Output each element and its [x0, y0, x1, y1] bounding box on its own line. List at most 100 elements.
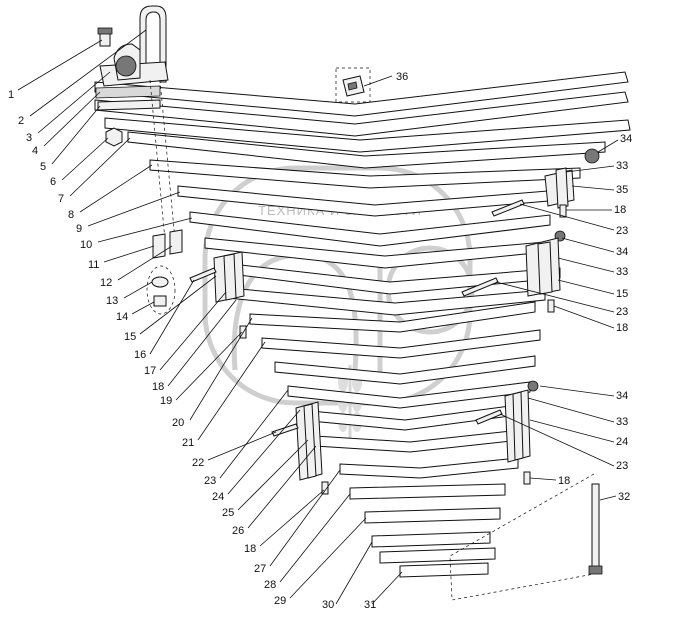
callout-3: 3 — [26, 132, 32, 144]
callout-19: 19 — [160, 395, 172, 407]
leaf-11 — [249, 301, 536, 333]
callout-18-a: 18 — [614, 204, 626, 216]
callout-13: 13 — [106, 295, 118, 307]
callout-18-c: 18 — [558, 475, 570, 487]
nut-34-upper — [584, 148, 600, 164]
callout-11: 11 — [88, 259, 99, 271]
clip-11 — [152, 229, 183, 259]
nut-34-lower — [527, 380, 539, 392]
callout-9: 9 — [76, 223, 82, 235]
center-bolt-32 — [449, 473, 603, 601]
bolt-1 — [97, 27, 113, 47]
callout-34-a: 34 — [620, 133, 632, 145]
leaf-16 — [314, 429, 521, 453]
bolt-19 — [239, 325, 247, 339]
callout-36: 36 — [396, 71, 408, 83]
callout-31: 31 — [364, 599, 376, 611]
leaf-18 — [349, 483, 506, 500]
leaders-right — [363, 75, 619, 501]
callout-33-c: 33 — [616, 416, 628, 428]
leaf-17 — [339, 457, 519, 479]
leaf-19 — [364, 507, 501, 524]
callout-16: 16 — [134, 349, 146, 361]
leaf-2 — [94, 91, 629, 137]
callout-10: 10 — [80, 239, 92, 251]
pad-36 — [335, 67, 371, 103]
rivet-23-middle — [461, 277, 499, 297]
callout-18-lower-left: 18 — [244, 543, 256, 555]
callout-8: 8 — [68, 209, 74, 221]
bolt-18-upper — [559, 204, 567, 218]
callout-23-a: 23 — [616, 225, 628, 237]
leaders-left — [17, 29, 403, 605]
callout-21: 21 — [182, 437, 194, 449]
spring-leaves — [94, 71, 631, 578]
callout-34-c: 34 — [616, 390, 628, 402]
callouts-right: 36 34 33 35 18 23 34 33 15 23 18 34 33 2… — [396, 71, 632, 503]
group-outline-13-14 — [146, 265, 176, 315]
callout-2: 2 — [18, 115, 24, 127]
callout-27: 27 — [254, 563, 266, 575]
callout-33-a: 33 — [616, 160, 628, 172]
callout-15-right: 15 — [616, 288, 628, 300]
callout-17: 17 — [144, 365, 156, 377]
leaf-22 — [399, 562, 489, 578]
callout-26: 26 — [232, 525, 244, 537]
clamp-upper-right — [491, 148, 600, 218]
clamp-middle-right — [461, 230, 566, 313]
callout-7: 7 — [58, 193, 64, 205]
leaf-7 — [189, 211, 551, 247]
callout-33-b: 33 — [616, 266, 628, 278]
leaf-13 — [274, 355, 536, 385]
callout-15: 15 — [124, 331, 136, 343]
callout-1: 1 — [8, 89, 14, 101]
callout-20: 20 — [172, 417, 184, 429]
leaf-5 — [149, 159, 581, 189]
callout-23-c: 23 — [616, 460, 628, 472]
sleeve-13 — [151, 276, 169, 288]
callouts-left: 1 2 3 4 5 6 7 8 9 10 11 12 13 14 15 16 1… — [8, 89, 376, 611]
callout-5: 5 — [40, 161, 46, 173]
callout-6: 6 — [50, 176, 56, 188]
plate-4 — [95, 85, 161, 99]
rivet-23-upper — [491, 199, 525, 217]
leaf-14 — [287, 381, 531, 409]
callout-18-b: 18 — [616, 322, 628, 334]
callout-34-b: 34 — [616, 246, 628, 258]
leaf-20 — [371, 531, 491, 548]
callout-28: 28 — [264, 579, 276, 591]
callout-23-b: 23 — [616, 306, 628, 318]
sleeve-14 — [153, 295, 167, 307]
callout-22: 22 — [192, 457, 204, 469]
callout-24-right: 24 — [616, 436, 628, 448]
upper-left-parts — [95, 5, 183, 315]
bearing-bracket-3 — [99, 43, 169, 87]
washer-5 — [97, 99, 161, 111]
bolt-18-lower-left — [321, 481, 329, 495]
rivet-16 — [189, 267, 217, 283]
callout-30: 30 — [322, 599, 334, 611]
callout-24-left: 24 — [212, 491, 224, 503]
leaf-21 — [379, 547, 496, 564]
callout-18-left: 18 — [152, 381, 164, 393]
clamp-middle-left — [189, 251, 247, 339]
leaf-4 — [127, 131, 606, 169]
callout-14: 14 — [116, 311, 128, 323]
bolt-18-middle — [547, 299, 555, 313]
bolt-18-lower-right — [523, 471, 531, 485]
rivet-22 — [271, 423, 299, 437]
leaf-12 — [261, 329, 541, 359]
leaf-3 — [104, 117, 631, 153]
callout-25: 25 — [222, 507, 234, 519]
callout-12: 12 — [100, 277, 112, 289]
nut-6 — [105, 127, 123, 147]
callout-32: 32 — [618, 491, 630, 503]
callout-23-left: 23 — [204, 475, 216, 487]
callout-29: 29 — [274, 595, 286, 607]
callout-35: 35 — [616, 184, 628, 196]
clamp-lower — [271, 380, 539, 495]
rivet-23-lower — [475, 409, 503, 425]
callout-4: 4 — [32, 145, 38, 157]
leaf-1 — [94, 71, 629, 117]
